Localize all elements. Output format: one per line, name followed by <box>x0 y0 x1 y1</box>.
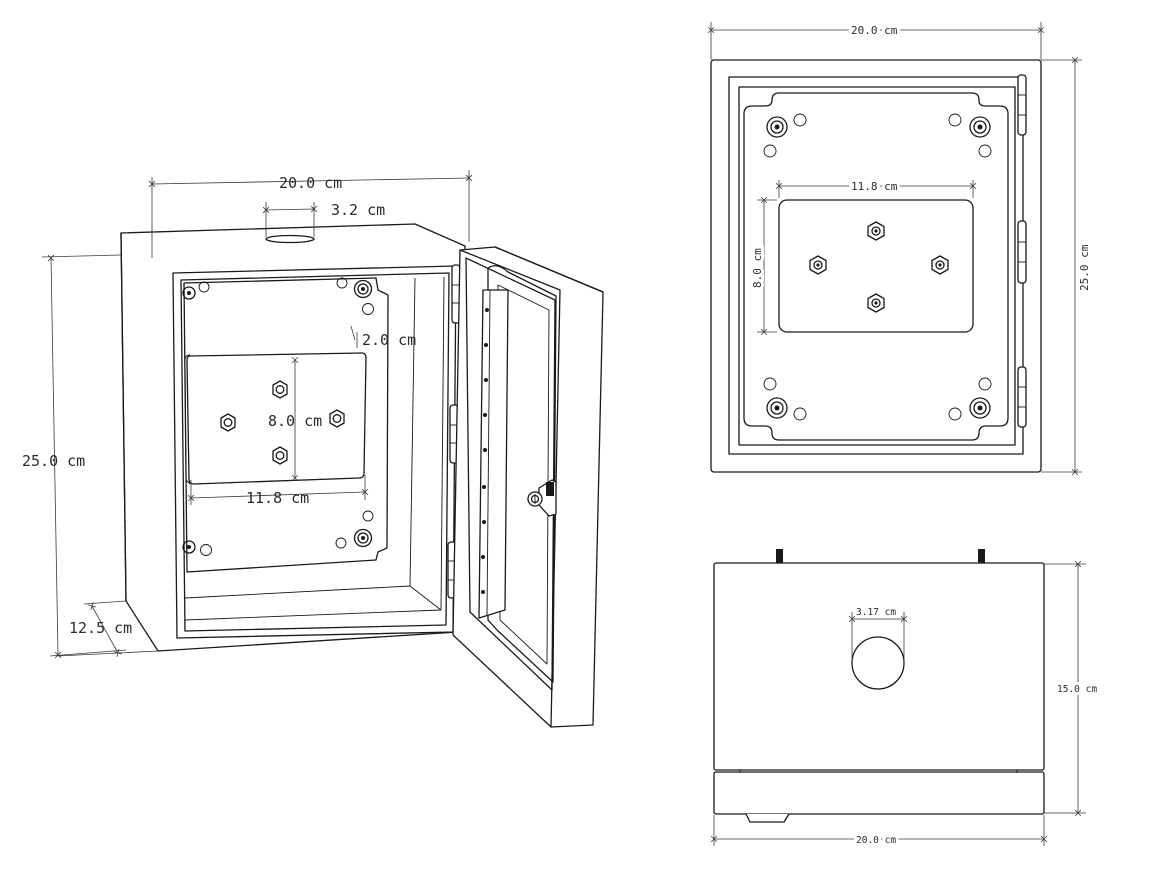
top-conduit-hole <box>265 234 315 244</box>
mounting-plate-edge <box>184 354 191 485</box>
dim-height-line <box>47 254 62 659</box>
label-iso-width: 20.0 cm <box>279 174 342 192</box>
door-key-latch <box>527 479 557 517</box>
front-hinges <box>1017 74 1027 428</box>
front-corner-bolts <box>766 116 991 419</box>
front-view <box>710 59 1042 473</box>
label-iso-height: 25.0 cm <box>22 452 85 470</box>
top-hinge-tab <box>776 549 783 563</box>
enclosure-body-edge <box>120 232 127 602</box>
label-front-plate-height: 8.0 cm <box>751 248 764 288</box>
plate-hex-nuts <box>220 380 345 465</box>
dim-depth-line <box>87 601 123 658</box>
dim-conduit-line <box>262 205 318 214</box>
cavity-back <box>184 276 445 621</box>
label-iso-conduit: 3.2 cm <box>331 201 385 219</box>
panel-hole <box>362 303 374 315</box>
isometric-view <box>120 223 604 728</box>
front-panel-holes <box>763 113 992 421</box>
frame-inner <box>180 272 450 632</box>
dim-plate-width-line <box>187 488 369 502</box>
top-hinge-tab <box>978 549 985 563</box>
top-latch-nub <box>745 813 790 823</box>
front-inner-recess <box>738 86 1016 446</box>
isometric-dimensions: 20.0 cm 3.2 cm 2.0 cm 8.0 cm 11.8 cm 25.… <box>22 170 473 659</box>
panel-hole <box>198 281 210 293</box>
label-iso-plate-height: 8.0 cm <box>268 412 322 430</box>
label-front-width: 20.0 cm <box>851 24 898 37</box>
label-top-hole: 3.17 cm <box>856 607 896 618</box>
panel-hole <box>336 277 348 289</box>
door-inner-frame <box>465 257 556 691</box>
top-view <box>713 549 1045 823</box>
panel-hole <box>200 544 212 556</box>
front-plate-hex-nuts <box>809 221 949 313</box>
dim-width-line <box>148 174 473 188</box>
door-hinge-strip <box>478 289 509 619</box>
panel-hole <box>335 537 347 549</box>
top-conduit-hole <box>851 636 905 690</box>
hinge-strip-screws <box>481 308 489 594</box>
label-front-plate-width: 11.8 cm <box>851 180 898 193</box>
top-dimensions: 3.17 cm 15.0 cm 20.0 cm <box>710 560 1100 849</box>
label-iso-depth: 12.5 cm <box>69 619 132 637</box>
front-mounting-plate <box>778 199 974 333</box>
label-iso-offset: 2.0 cm <box>362 331 416 349</box>
top-door-lip <box>713 771 1045 815</box>
label-iso-plate-width: 11.8 cm <box>246 489 309 507</box>
door-inner-recess <box>487 265 557 683</box>
panel-hole <box>362 510 374 522</box>
label-top-depth: 15.0 cm <box>1057 684 1097 695</box>
label-top-width: 20.0 cm <box>856 835 896 846</box>
front-dimensions: 20.0 cm 11.8 cm 8.0 cm 25.0 cm <box>707 21 1094 476</box>
label-front-height: 25.0 cm <box>1078 244 1091 291</box>
mounting-plate <box>186 352 367 485</box>
panel-corner-bolts <box>182 279 373 554</box>
open-door <box>452 246 604 728</box>
